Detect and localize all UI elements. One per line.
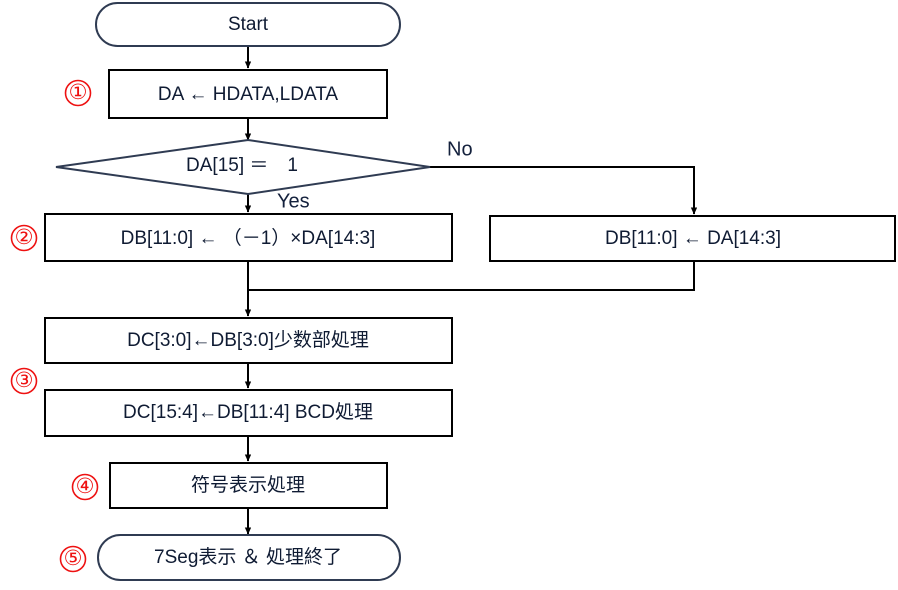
marker-3-ring [10, 367, 38, 395]
marker-4: ④ [71, 473, 99, 501]
decision-label: DA[15] ＝ 1 [186, 155, 298, 176]
node-step1[interactable]: DA ← HDATA,LDATA [108, 69, 388, 119]
branch-label-yes: Yes [277, 190, 310, 212]
marker-4-ring [71, 473, 99, 501]
step3a-label: DC[3:0]←DB[3:0]少数部処理 [127, 329, 369, 351]
marker-1-ring [64, 79, 92, 107]
step4-label: 符号表示処理 [191, 474, 305, 496]
connector-decision-no-to-step2no [430, 166, 698, 215]
marker-2: ② [10, 224, 38, 252]
step2-no-rect-shape [489, 215, 896, 262]
step4-rect-shape [109, 462, 388, 509]
connector-step2no-merge [249, 261, 695, 291]
node-start[interactable]: Start [95, 2, 401, 47]
node-step3a[interactable]: DC[3:0]←DB[3:0]少数部処理 [44, 317, 453, 364]
marker-5-ring [59, 545, 87, 573]
step3b-label: DC[15:4]←DB[11:4] BCD処理 [123, 401, 373, 423]
step1-label: DA ← HDATA,LDATA [158, 84, 339, 105]
step2-yes-label: DB[11:0] ← （－1）×DA[14:3] [121, 227, 376, 249]
step3a-rect-shape [44, 317, 453, 364]
node-step2-yes[interactable]: DB[11:0] ← （－1）×DA[14:3] [44, 213, 453, 262]
step1-rect-shape [108, 69, 388, 119]
marker-5: ⑤ [59, 545, 87, 573]
marker-2-label: ② [15, 225, 34, 249]
decision-diamond-shape [55, 138, 431, 196]
marker-1-label: ① [69, 80, 88, 104]
connector-layer [244, 46, 698, 535]
step2-no-label: DB[11:0] ← DA[14:3] [605, 228, 781, 249]
node-step4[interactable]: 符号表示処理 [109, 462, 388, 509]
marker-2-ring [10, 224, 38, 252]
step2-yes-rect-shape [44, 213, 453, 262]
marker-3: ③ [10, 367, 38, 395]
step5-oval-shape [97, 534, 401, 581]
start-oval-shape [95, 2, 401, 47]
step3b-rect-shape [44, 389, 453, 437]
node-step2-no[interactable]: DB[11:0] ← DA[14:3] [489, 215, 896, 262]
branch-label-no: No [447, 138, 473, 160]
start-label: Start [228, 14, 269, 35]
marker-1: ① [64, 79, 92, 107]
marker-5-label: ⑤ [64, 546, 83, 570]
marker-3-label: ③ [15, 368, 34, 392]
node-decision[interactable]: DA[15] ＝ 1 [55, 138, 431, 196]
marker-4-label: ④ [76, 474, 95, 498]
step5-label: 7Seg表示 ＆ 処理終了 [154, 546, 342, 568]
node-step5[interactable]: 7Seg表示 ＆ 処理終了 [97, 534, 401, 581]
node-step3b[interactable]: DC[15:4]←DB[11:4] BCD処理 [44, 389, 453, 437]
